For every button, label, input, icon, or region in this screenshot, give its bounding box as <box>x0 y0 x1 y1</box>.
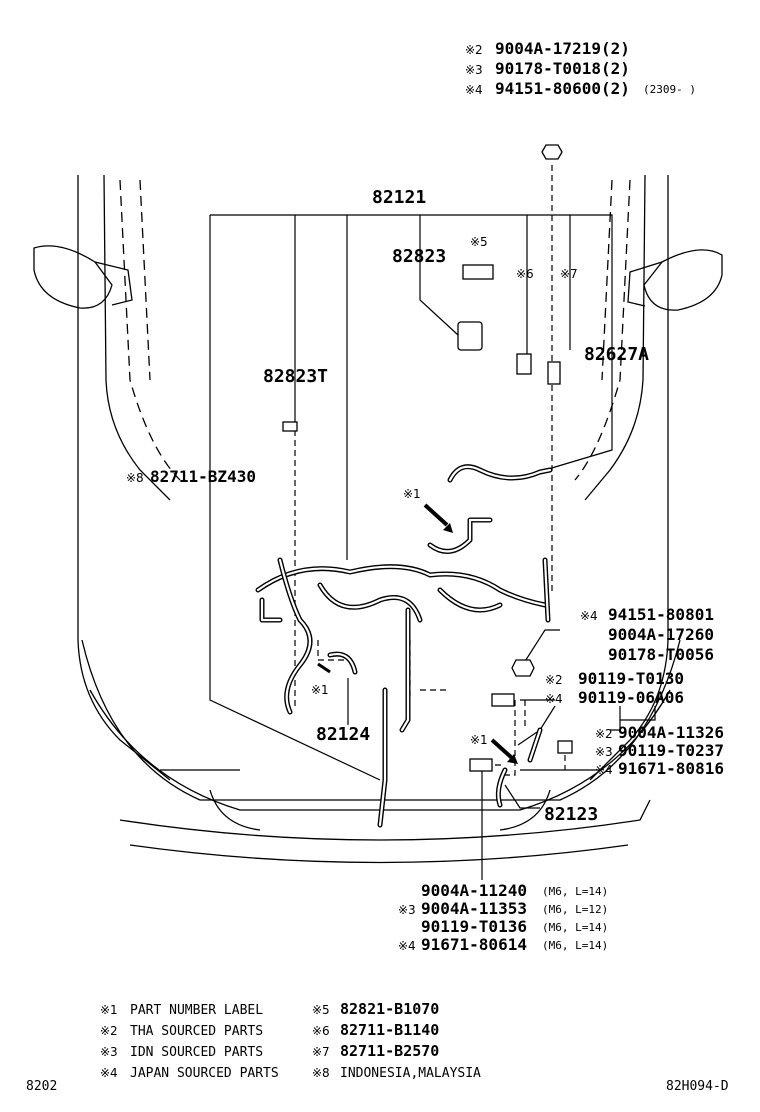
bottom-callout: 9004A-11240 (M6, L=14) ※3 9004A-11353 (M… <box>398 881 608 954</box>
top-callout-mark-2: ※3 <box>465 63 483 77</box>
legend-right-mark-2: ※6 <box>312 1024 330 1038</box>
bottom-part-4: 91671-80614 <box>421 935 527 954</box>
label-82823: 82823 <box>392 246 446 267</box>
legend-right-text-4: INDONESIA,MALAYSIA <box>340 1066 481 1081</box>
right-a-part-2: 9004A-17260 <box>608 625 714 644</box>
right-b-mark-2: ※4 <box>545 692 563 706</box>
mark-1-b: ※1 <box>311 683 329 697</box>
legend-right-mark-1: ※5 <box>312 1003 330 1017</box>
mark-1-c: ※1 <box>470 733 488 747</box>
legend-right-text-1: 82821-B1070 <box>340 1000 439 1018</box>
top-callout-part-2: 90178-T0018(2) <box>495 59 630 78</box>
part-labels: 82121 82823 ※5 ※6 ※7 82627A 82823T ※8 82… <box>126 187 649 825</box>
label-82627A: 82627A <box>584 344 649 365</box>
top-callout: ※2 9004A-17219(2) ※3 90178-T0018(2) ※4 9… <box>465 39 696 98</box>
right-a-part-3: 90178-T0056 <box>608 645 714 664</box>
page-code: 8202 <box>26 1079 57 1094</box>
legend-left-mark-2: ※2 <box>100 1024 118 1038</box>
mark-7: ※7 <box>560 267 578 281</box>
right-callout-b: ※2 90119-T0130 ※4 90119-06A06 <box>545 669 684 707</box>
bottom-part-1: 9004A-11240 <box>421 881 527 900</box>
right-c-mark-2: ※3 <box>595 745 613 759</box>
mark-6: ※6 <box>516 267 534 281</box>
top-callout-date-range: (2309- ) <box>643 83 696 96</box>
legend-right: ※5 82821-B1070 ※6 82711-B1140 ※7 82711-B… <box>312 1000 481 1081</box>
bracket-lines-82121 <box>209 165 656 880</box>
legend-left-text-1: PART NUMBER LABEL <box>130 1003 263 1018</box>
legend-left-mark-4: ※4 <box>100 1066 118 1080</box>
right-a-part-1: 94151-80801 <box>608 605 714 624</box>
label-82123: 82123 <box>544 804 598 825</box>
bottom-spec-2: (M6, L=12) <box>542 903 608 916</box>
bottom-part-3: 90119-T0136 <box>421 917 527 936</box>
top-callout-mark-1: ※2 <box>465 43 483 57</box>
top-callout-part-1: 9004A-17219(2) <box>495 39 630 58</box>
right-c-part-3: 91671-80816 <box>618 759 724 778</box>
clip-parts <box>282 144 573 772</box>
legend-right-mark-3: ※7 <box>312 1045 330 1059</box>
bottom-spec-1: (M6, L=14) <box>542 885 608 898</box>
right-b-mark-1: ※2 <box>545 673 563 687</box>
right-c-mark-1: ※2 <box>595 727 613 741</box>
legend-left-text-2: THA SOURCED PARTS <box>130 1024 263 1039</box>
right-callout-c: ※2 9004A-11326 ※3 90119-T0237 ※4 91671-8… <box>595 723 724 778</box>
right-a-mark-1: ※4 <box>580 609 598 623</box>
legend-left-mark-3: ※3 <box>100 1045 118 1059</box>
right-b-part-2: 90119-06A06 <box>578 688 684 707</box>
top-callout-part-3: 94151-80600(2) <box>495 79 630 98</box>
label-82124: 82124 <box>316 724 370 745</box>
legend-left-text-4: JAPAN SOURCED PARTS <box>130 1066 279 1081</box>
legend-left: ※1 PART NUMBER LABEL ※2 THA SOURCED PART… <box>100 1003 279 1081</box>
legend-right-text-2: 82711-B1140 <box>340 1021 439 1039</box>
label-82711-BZ430: 82711-BZ430 <box>150 467 256 486</box>
vehicle-outline <box>33 174 723 864</box>
bottom-mark-4: ※4 <box>398 939 416 953</box>
top-callout-mark-3: ※4 <box>465 83 483 97</box>
label-arrows <box>317 503 518 764</box>
right-c-part-1: 9004A-11326 <box>618 723 724 742</box>
mark-8: ※8 <box>126 471 144 485</box>
wire-harness-drawing <box>255 464 553 828</box>
mark-5: ※5 <box>470 235 488 249</box>
mark-1-a: ※1 <box>403 487 421 501</box>
right-c-mark-3: ※4 <box>595 763 613 777</box>
legend-right-mark-4: ※8 <box>312 1066 330 1080</box>
bottom-part-2: 9004A-11353 <box>421 899 527 918</box>
right-callout-a: ※4 94151-80801 9004A-17260 90178-T0056 <box>580 605 714 664</box>
bottom-spec-3: (M6, L=14) <box>542 921 608 934</box>
right-c-part-2: 90119-T0237 <box>618 741 724 760</box>
legend-right-text-3: 82711-B2570 <box>340 1042 439 1060</box>
bottom-mark-2: ※3 <box>398 903 416 917</box>
label-82121: 82121 <box>372 187 426 208</box>
legend-left-mark-1: ※1 <box>100 1003 118 1017</box>
label-82823T: 82823T <box>263 366 328 387</box>
legend-left-text-3: IDN SOURCED PARTS <box>130 1045 263 1060</box>
right-b-part-1: 90119-T0130 <box>578 669 684 688</box>
bottom-spec-4: (M6, L=14) <box>542 939 608 952</box>
drawing-code: 82H094-D <box>666 1079 729 1094</box>
